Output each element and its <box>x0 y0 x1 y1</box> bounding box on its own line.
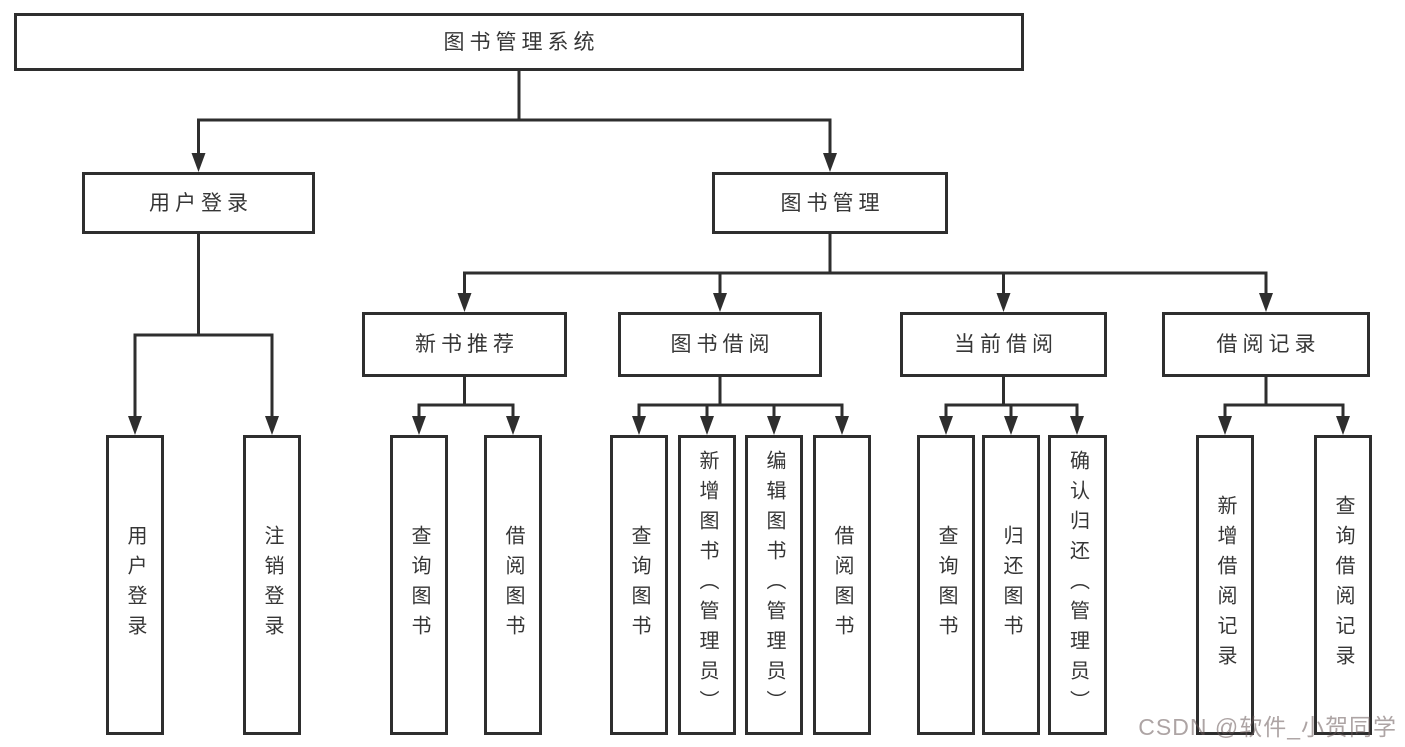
leaf-bb-add-books: 新增图书（管理员） <box>678 435 736 735</box>
leaf-bb-query-books-label: 查询图书 <box>628 525 650 645</box>
leaf-bb-add-books-label: 新增图书（管理员） <box>696 450 718 720</box>
leaf-logout: 注销登录 <box>243 435 301 735</box>
leaf-nbr-borrow-books: 借阅图书 <box>484 435 542 735</box>
leaf-br-add-record: 新增借阅记录 <box>1196 435 1254 735</box>
leaf-nbr-borrow-books-label: 借阅图书 <box>502 525 524 645</box>
node-current-borrowing-label: 当前借阅 <box>954 333 1058 356</box>
leaf-cb-query-books: 查询图书 <box>917 435 975 735</box>
leaf-bb-edit-books: 编辑图书（管理员） <box>745 435 803 735</box>
node-new-book-recommend-label: 新书推荐 <box>415 333 519 356</box>
leaf-bb-borrow-books-label: 借阅图书 <box>831 525 853 645</box>
node-new-book-recommend: 新书推荐 <box>362 312 567 377</box>
node-book-management: 图书管理 <box>712 172 948 234</box>
node-current-borrowing: 当前借阅 <box>900 312 1107 377</box>
node-borrowing-records: 借阅记录 <box>1162 312 1370 377</box>
leaf-cb-return-books-label: 归还图书 <box>1000 525 1022 645</box>
leaf-cb-confirm-return-label: 确认归还（管理员） <box>1066 450 1089 720</box>
node-book-management-label: 图书管理 <box>780 191 885 215</box>
leaf-cb-query-books-label: 查询图书 <box>935 525 957 645</box>
node-book-borrowing: 图书借阅 <box>618 312 822 377</box>
leaf-user-login: 用户登录 <box>106 435 164 735</box>
watermark: CSDN @软件_小贺同学 <box>1138 714 1397 740</box>
leaf-br-add-record-label: 新增借阅记录 <box>1214 495 1236 675</box>
node-book-borrowing-label: 图书借阅 <box>670 333 775 356</box>
leaf-bb-query-books: 查询图书 <box>610 435 668 735</box>
leaf-nbr-query-books: 查询图书 <box>390 435 448 735</box>
leaf-user-login-label: 用户登录 <box>124 525 146 645</box>
leaf-cb-confirm-return: 确认归还（管理员） <box>1048 435 1107 735</box>
leaf-br-query-record-label: 查询借阅记录 <box>1332 495 1354 675</box>
leaf-cb-return-books: 归还图书 <box>982 435 1040 735</box>
node-borrowing-records-label: 借阅记录 <box>1216 333 1321 356</box>
node-user-login-label: 用户登录 <box>149 191 253 215</box>
leaf-br-query-record: 查询借阅记录 <box>1314 435 1372 735</box>
leaf-nbr-query-books-label: 查询图书 <box>408 525 430 645</box>
node-user-login: 用户登录 <box>82 172 315 234</box>
node-root-label: 图书管理系统 <box>443 30 600 54</box>
leaf-bb-edit-books-label: 编辑图书（管理员） <box>763 450 785 720</box>
leaf-bb-borrow-books: 借阅图书 <box>813 435 871 735</box>
node-root: 图书管理系统 <box>14 13 1024 71</box>
leaf-logout-label: 注销登录 <box>261 525 283 645</box>
